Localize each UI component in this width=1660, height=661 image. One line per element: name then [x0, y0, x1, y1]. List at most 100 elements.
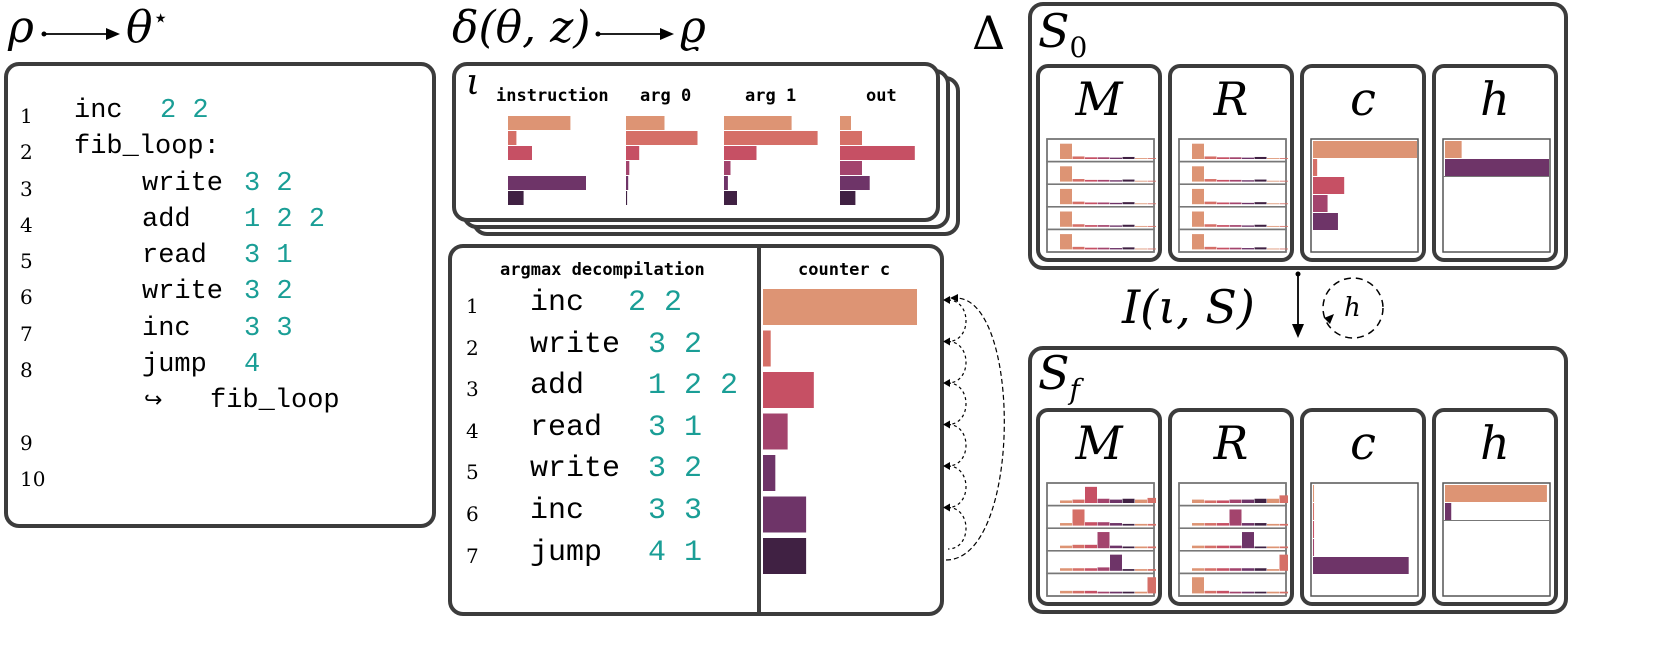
counter-bar [763, 289, 917, 325]
loop-arrow [947, 340, 967, 384]
dist-bar [840, 176, 870, 190]
dist-bar [724, 176, 728, 190]
memory-bar [1122, 247, 1135, 250]
memory-bar [1085, 522, 1097, 526]
memory-bar [1242, 568, 1254, 571]
instruction-op: inc [530, 286, 585, 320]
memory-bar [1147, 225, 1156, 227]
memory-bar [1072, 224, 1085, 227]
instruction-args: 3 2 [244, 168, 293, 199]
instruction-op: write [530, 452, 621, 487]
dist-bar [626, 131, 698, 145]
line-number: 9 [20, 430, 33, 455]
memory-bar [1085, 225, 1097, 227]
memory-bar [1204, 523, 1217, 526]
dist-bar [626, 146, 640, 160]
memory-bar [1217, 247, 1229, 250]
interpreter-arrow [1292, 271, 1384, 339]
counter-state-bar [1313, 557, 1409, 574]
memory-bar [1192, 211, 1204, 227]
memory-bar [1242, 532, 1254, 549]
memory-bar [1072, 246, 1085, 250]
counter-state-bar [1313, 177, 1345, 194]
delta-symbol: Δ [972, 6, 1006, 60]
memory-bar [1085, 202, 1097, 205]
counter-state-bar [1313, 503, 1315, 520]
memory-bar [1135, 591, 1147, 594]
memory-bar [1072, 590, 1085, 594]
memory-bar [1122, 498, 1135, 503]
memory-bar [1279, 523, 1288, 526]
instruction-op: fib_loop: [74, 132, 220, 163]
line-number: 5 [20, 249, 33, 274]
subpanel-label: h [1480, 416, 1510, 470]
instruction-op: write [142, 277, 224, 308]
subpanel-label: M [1075, 416, 1123, 470]
memory-bar [1204, 500, 1217, 503]
memory-bar [1122, 569, 1135, 571]
memory-bar [1060, 166, 1072, 182]
arrowhead-icon [943, 379, 950, 387]
stack-divider [1443, 176, 1550, 177]
memory-bar [1122, 179, 1135, 182]
dist-bar [840, 131, 862, 145]
memory-bar [1204, 201, 1217, 205]
memory-bar [1267, 225, 1279, 227]
memory-bar [1085, 590, 1097, 594]
memory-bar [1267, 248, 1279, 250]
program-line: 10 [20, 459, 430, 495]
memory-bar [1229, 202, 1242, 205]
memory-bar [1122, 591, 1135, 594]
subpanel-chart [1178, 482, 1288, 597]
dist-bar [724, 131, 818, 145]
instruction-op: jump [142, 350, 207, 381]
delta-arrow [595, 28, 674, 40]
memory-bar [1217, 568, 1229, 571]
instruction-op: read [142, 241, 207, 272]
header-arg1: arg 1 [745, 86, 797, 106]
memory-bar [1242, 499, 1254, 503]
chart-frame [1310, 138, 1419, 253]
memory-bar [1135, 523, 1147, 526]
memory-bar [1110, 248, 1122, 250]
h-loop-label: h [1344, 293, 1361, 323]
iota-symbol: ι [466, 62, 481, 103]
dist-bar [840, 191, 856, 205]
dist-bar [626, 191, 628, 205]
memory-bar [1110, 180, 1122, 182]
memory-bar [1147, 497, 1156, 503]
line-number: 2 [466, 335, 479, 360]
memory-bar [1279, 203, 1288, 205]
memory-bar [1204, 224, 1217, 227]
memory-bar [1147, 569, 1156, 571]
counter-state-bar [1313, 141, 1417, 158]
memory-bar [1097, 225, 1110, 227]
memory-bar [1204, 156, 1217, 159]
memory-bar [1204, 590, 1217, 594]
memory-bar [1267, 203, 1279, 205]
subpanel-label: c [1350, 416, 1376, 470]
subpanel-label: M [1075, 72, 1123, 126]
instruction-op: inc [142, 313, 191, 344]
memory-bar [1110, 157, 1122, 159]
loop-arrow [947, 506, 967, 550]
arrowhead-icon [950, 294, 958, 302]
memory-bar [1072, 544, 1085, 549]
memory-bar [1192, 143, 1204, 159]
memory-row-frame [1178, 572, 1287, 597]
instruction-op: write [530, 327, 621, 362]
memory-bar [1147, 158, 1156, 159]
memory-bar [1204, 545, 1217, 549]
instruction-args: 3 2 [244, 277, 293, 308]
line-number: 7 [466, 543, 479, 568]
arrowhead-icon [943, 462, 950, 470]
header-out: out [866, 86, 897, 106]
memory-bar [1217, 500, 1229, 503]
memory-bar [1110, 225, 1122, 227]
counter-bar [763, 372, 814, 408]
instruction-args: 3 3 [648, 493, 703, 528]
memory-bar [1242, 202, 1254, 205]
